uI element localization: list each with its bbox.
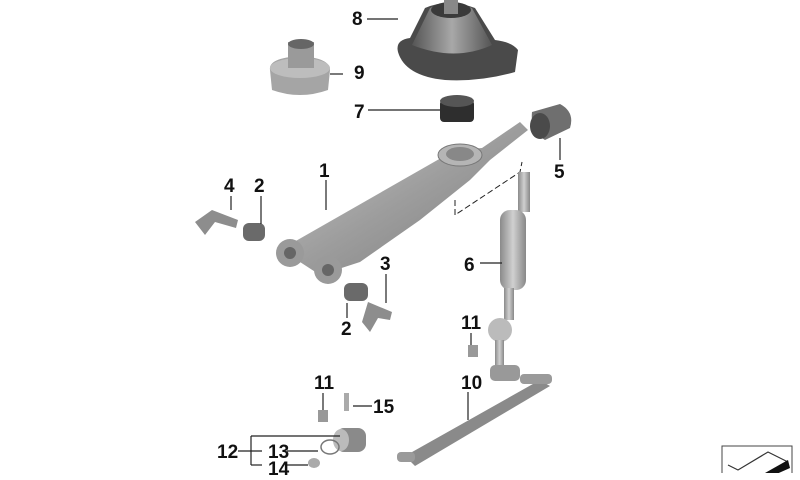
part-4-pin [195,210,238,235]
part-8-shift-boot [397,0,518,81]
callout-2-upper: 2 [254,176,265,197]
part-11-clip-lower [318,410,328,422]
callout-6: 6 [464,255,475,276]
callout-7: 7 [354,102,365,123]
callout-2-lower: 2 [341,319,352,340]
leader-lines [230,18,561,466]
callout-10: 10 [461,373,483,394]
part-2-bushing-upper [243,223,265,241]
view-orientation-icon [721,445,793,473]
callout-14: 14 [268,459,290,480]
part-5-sleeve [530,104,572,140]
part-15-pin [344,393,349,411]
callout-12: 12 [217,442,239,463]
part-13-ring [320,439,340,455]
part-14-cap [308,458,320,468]
callout-15: 15 [373,397,395,418]
callout-8: 8 [352,9,363,30]
callout-9: 9 [354,63,365,84]
callout-11-lower: 11 [314,373,335,394]
callout-1: 1 [319,161,330,182]
part-12-joint [333,428,366,452]
part-3-pin [362,302,392,332]
part-7-bushing [440,95,474,122]
callout-4: 4 [224,176,235,197]
part-6-shift-rod [488,172,530,381]
part-2-bushing-lower [344,283,368,301]
part-1-lever-arm [276,122,528,284]
callout-11-upper: 11 [461,313,482,334]
part-10-link-rod [397,374,552,466]
part-11-clip-upper [468,345,478,357]
callout-3: 3 [380,254,391,275]
part-9-bearing [269,39,330,95]
callout-5: 5 [554,162,565,183]
callout-13: 13 [268,442,290,463]
